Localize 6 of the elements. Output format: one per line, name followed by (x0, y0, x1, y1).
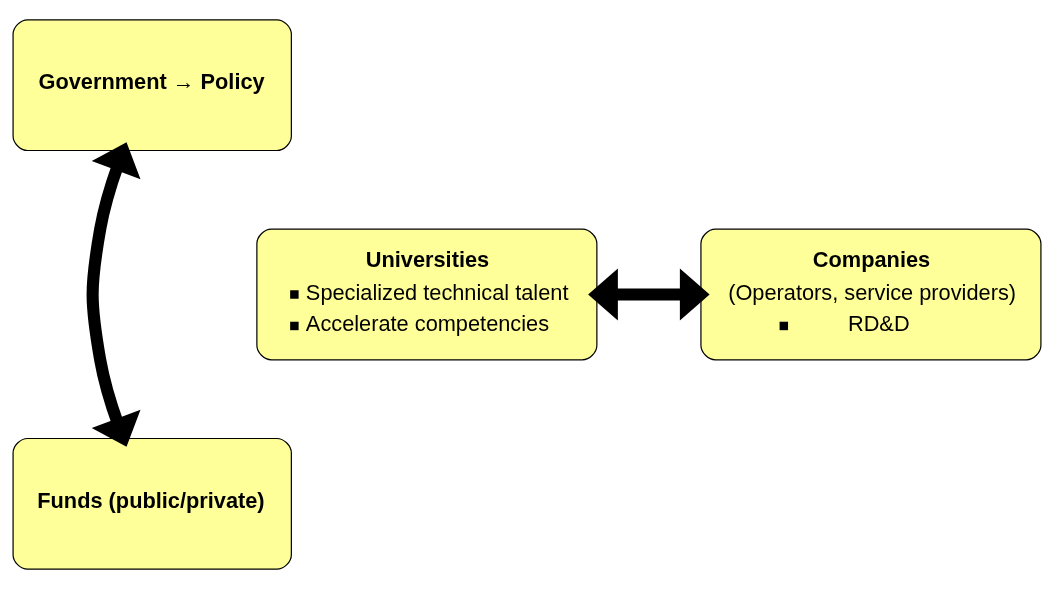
node-box: Government → Policy (12, 19, 292, 152)
arrow (86, 142, 141, 447)
node-box: Funds (public/private) (12, 437, 292, 570)
arrow (588, 268, 710, 321)
node-box: Universities Specialized technical talent Accelerate competencies (256, 228, 598, 361)
node-box: Companies (Operators, service providers) RD&D (700, 228, 1042, 361)
